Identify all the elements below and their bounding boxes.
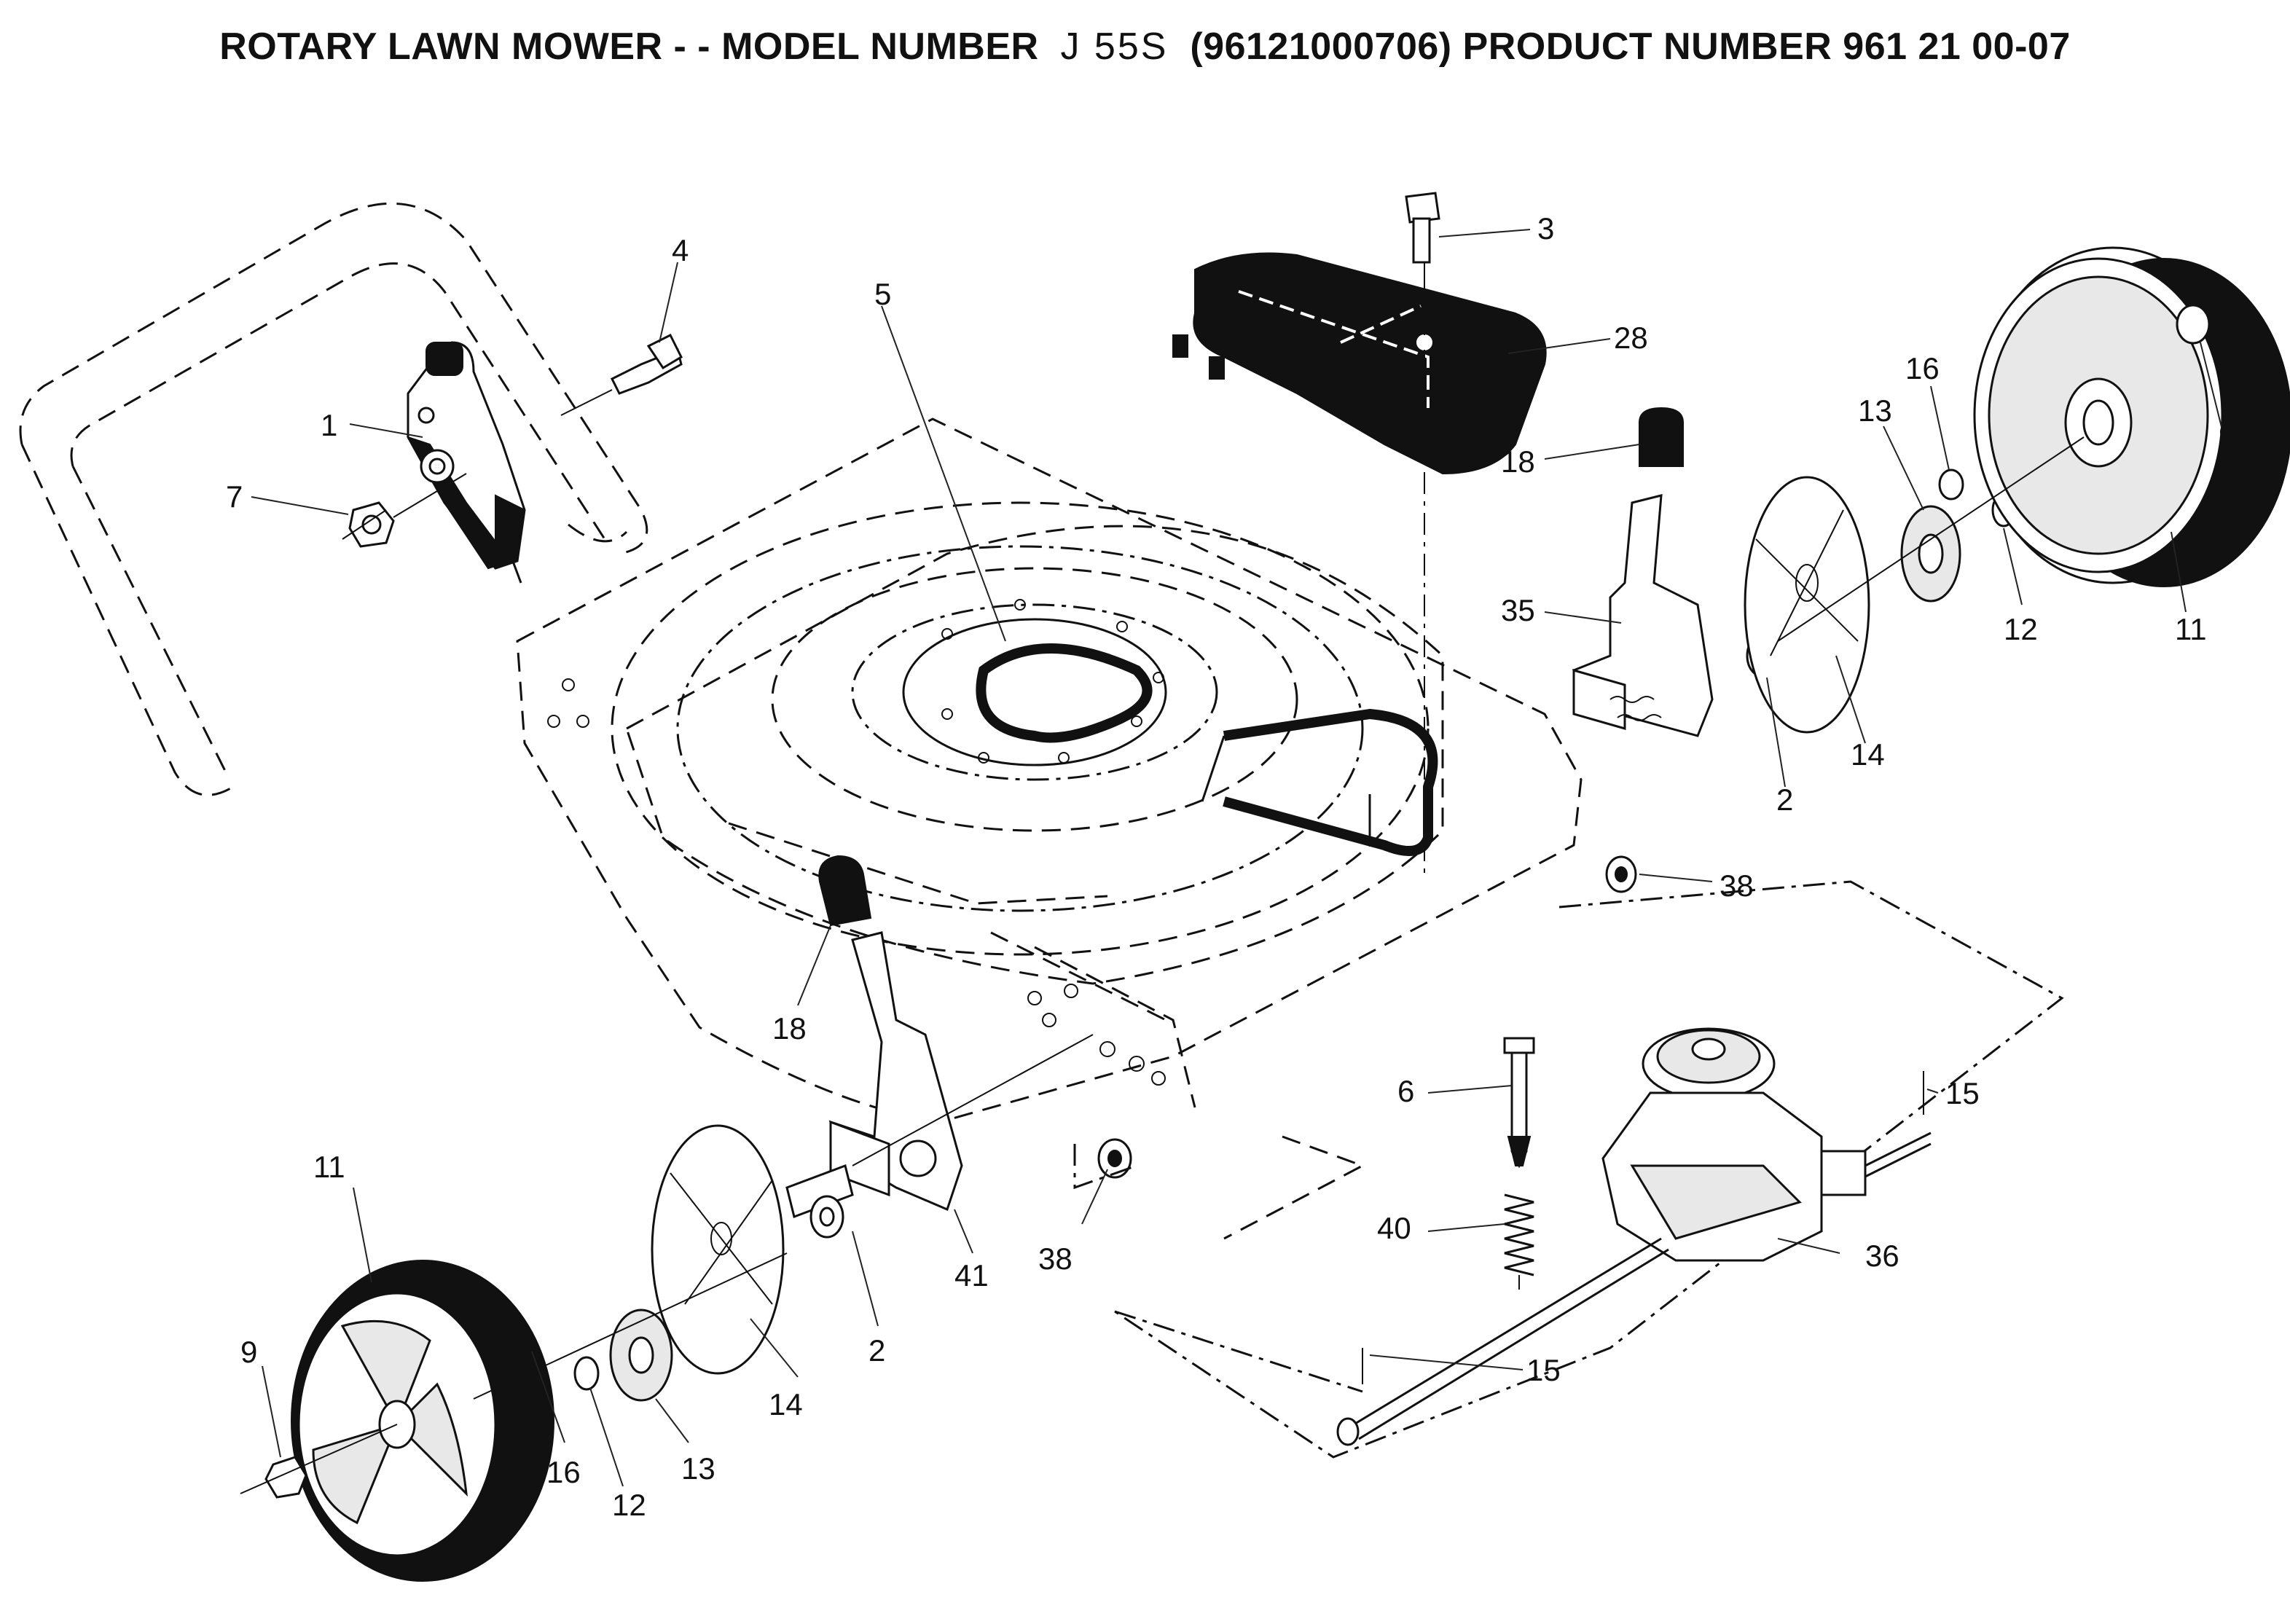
title-model-number: J 55S [1060,26,1169,68]
callout-16-left: 16 [546,1455,581,1489]
right-wheel-assembly [1744,246,2290,734]
callout-2-left: 2 [868,1333,885,1368]
callout-38-left: 38 [1038,1241,1073,1276]
callout-2-right: 2 [1776,782,1793,817]
leader-lines [251,229,2223,1487]
callout-12-left: 12 [612,1488,646,1522]
callout-9-left: 9 [240,1335,257,1369]
callout-11-left: 11 [313,1150,345,1184]
title-prefix: ROTARY LAWN MOWER - - MODEL NUMBER [219,26,1039,68]
bolt-3 [1405,192,1440,874]
callout-5: 5 [874,277,891,311]
callout-14-left: 14 [769,1387,803,1421]
callout-40: 40 [1377,1211,1411,1245]
callout-7: 7 [226,479,243,514]
callout-18-left: 18 [772,1011,807,1046]
handle-outline [19,202,648,796]
rear-height-adjuster-35 [1572,407,1714,737]
drive-belt [976,643,1438,856]
callout-36: 36 [1865,1239,1899,1273]
callout-38-right: 38 [1720,868,1754,903]
callout-3: 3 [1537,211,1554,246]
callout-9-right: 9 [2219,418,2235,452]
callout-6: 6 [1397,1074,1414,1108]
diagram-title: ROTARY LAWN MOWER - - MODEL NUMBER J 55S… [0,25,2290,68]
callout-41: 41 [954,1258,989,1292]
callout-12-right: 12 [2004,612,2038,646]
callout-35: 35 [1501,593,1535,627]
transmission-box-outline [1114,880,2064,1459]
callout-1: 1 [321,408,337,442]
height-adjuster-lever [406,341,526,584]
title-product-number: (96121000706) PRODUCT NUMBER 961 21 00-0… [1190,26,2071,68]
callout-4: 4 [672,233,689,267]
front-height-adjuster-41 [785,855,1094,1218]
spacer-38-right [1605,855,1637,893]
callout-15-top: 15 [1945,1076,1980,1110]
nut-7 [342,473,467,548]
callout-labels: 1 7 4 5 3 28 18 35 2 14 16 13 12 11 9 38… [226,211,2235,1522]
spacer-38-left [1073,1138,1137,1190]
callout-11-right: 11 [2175,612,2207,646]
rear-baffle-28 [1172,252,1547,475]
callout-18-right: 18 [1501,444,1535,479]
transmission-36 [1336,1027,1932,1446]
clip-6 [1503,1037,1535,1169]
bolt-4 [560,333,683,416]
callout-14-right: 14 [1851,737,1885,772]
left-wheel-assembly [240,1124,844,1582]
callout-15-bottom: 15 [1526,1353,1561,1387]
callout-28: 28 [1614,321,1648,355]
mower-deck [516,417,1583,1240]
callout-13-right: 13 [1858,393,1892,428]
spring-40 [1504,1193,1534,1290]
callout-16-right: 16 [1905,351,1940,385]
callout-13-left: 13 [681,1451,715,1486]
